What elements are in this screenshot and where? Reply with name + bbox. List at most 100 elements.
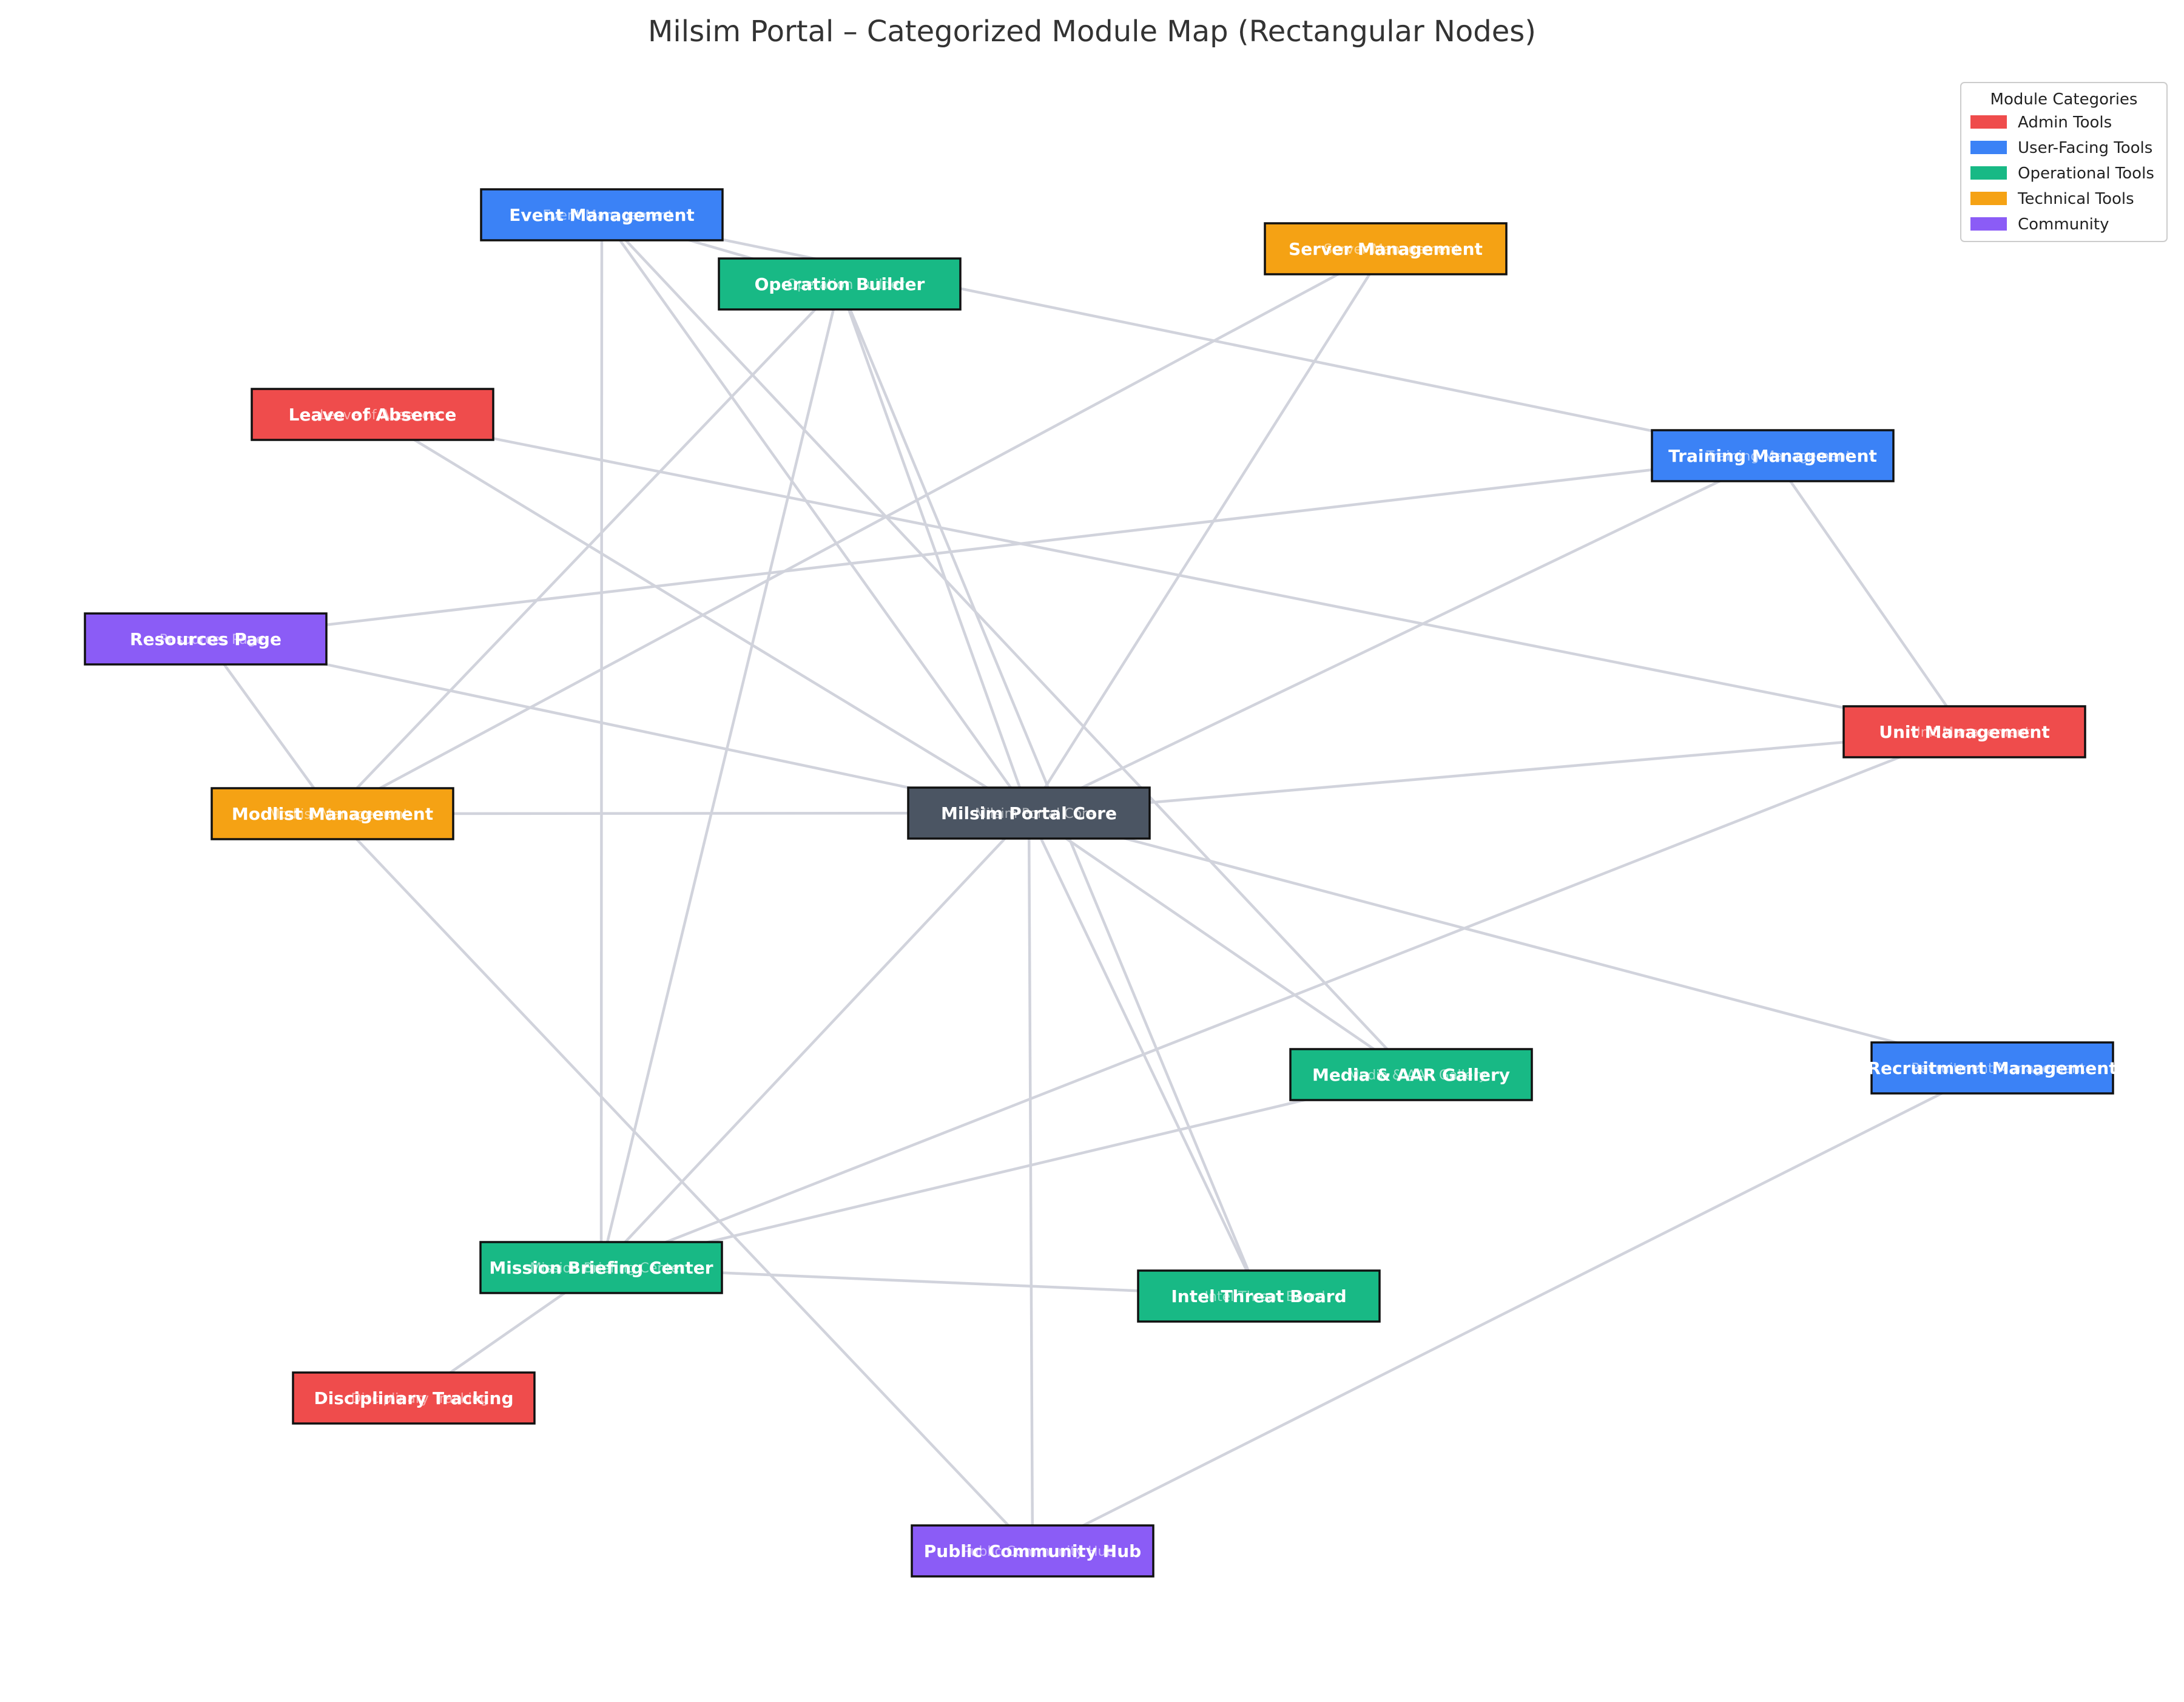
edge-opbuilder-modlist: [331, 283, 841, 815]
edge-training-core: [1028, 454, 1773, 815]
figure-title: Milsim Portal – Categorized Module Map (…: [648, 15, 1536, 49]
legend-swatch-community: [1970, 217, 2007, 231]
legend-swatch-ops: [1970, 166, 2007, 180]
legend-title: Module Categories: [1990, 90, 2138, 109]
edge-recruit-hub: [1031, 1066, 1994, 1553]
edge-event-core: [601, 214, 1030, 814]
node-label-shadow: Event Management: [543, 208, 673, 223]
edge-training-resources: [205, 454, 1773, 641]
node-label-shadow: Mission Briefing Center: [530, 1261, 685, 1276]
node-box[interactable]: [718, 257, 962, 311]
legend-swatch-tech: [1970, 192, 2007, 205]
node-label-shadow: Server Management: [1324, 242, 1460, 257]
node-label: Resources Page: [130, 629, 281, 649]
legend-swatch-user: [1970, 141, 2007, 154]
node-box[interactable]: [251, 388, 494, 441]
node-label-shadow: Modlist Management: [269, 807, 409, 822]
edge-core-intel: [1027, 812, 1261, 1297]
edge-server-core: [1028, 248, 1387, 814]
node-label: Unit Management: [1879, 722, 2050, 742]
node-label: Operation Builder: [755, 274, 925, 294]
node-label-shadow: Intel Threat Board: [1205, 1289, 1326, 1305]
node-box[interactable]: [911, 1524, 1154, 1578]
node-label: Server Management: [1289, 239, 1483, 259]
node-label: Disciplinary Tracking: [314, 1388, 513, 1408]
node-box[interactable]: [1289, 1048, 1533, 1101]
node-box[interactable]: [1651, 429, 1895, 482]
edge-mission-media: [601, 1073, 1412, 1269]
node-label-shadow: Recruitment Management: [1911, 1061, 2085, 1076]
legend-label-ops: Operational Tools: [2018, 164, 2154, 183]
edge-opbuilder-core: [838, 283, 1031, 814]
node-label: Leave of Absence: [289, 405, 457, 425]
node-label-shadow: Milsim Portal Core: [975, 806, 1095, 822]
node-label: Recruitment Management: [1867, 1058, 2117, 1078]
edge-leave-unit: [372, 413, 1965, 734]
node-box[interactable]: [479, 1241, 723, 1294]
legend-frame: [1960, 82, 2168, 242]
legend-label-community: Community: [2018, 215, 2109, 234]
legend-label-user: User-Facing Tools: [2018, 139, 2152, 157]
node-label-shadow: Unit Management: [1911, 725, 2031, 740]
node-label: Training Management: [1668, 446, 1877, 466]
node-box[interactable]: [292, 1371, 536, 1425]
node-label-shadow: Operation Builder: [787, 277, 905, 292]
edge-server-modlist: [331, 248, 1387, 815]
edge-event-media: [601, 214, 1412, 1076]
edge-resources-core: [205, 637, 1030, 815]
edge-core-hub: [1027, 812, 1034, 1552]
edge-training-unit: [1771, 454, 1966, 733]
edge-core-mission: [600, 812, 1030, 1269]
node-box[interactable]: [211, 787, 454, 840]
node-label-shadow: Resources Page: [160, 632, 265, 647]
edge-unit-core: [1028, 730, 1965, 815]
legend-swatch-admin: [1970, 115, 2007, 129]
node-box[interactable]: [1137, 1269, 1381, 1323]
node-label-shadow: Media & AAR Gallery: [1348, 1068, 1487, 1083]
node-box[interactable]: [1870, 1041, 2114, 1095]
edge-opbuilder-mission: [599, 283, 841, 1268]
node-box[interactable]: [1842, 705, 2086, 758]
node-box[interactable]: [84, 612, 328, 666]
node-label: Intel Threat Board: [1171, 1286, 1346, 1306]
edge-core-media: [1028, 812, 1412, 1076]
edge-layer: [204, 213, 1994, 1553]
edge-resources-modlist: [204, 638, 334, 815]
node-label: Public Community Hub: [924, 1541, 1141, 1561]
node-box[interactable]: [480, 188, 724, 241]
node-label-shadow: Training Management: [1706, 449, 1852, 464]
node-label-shadow: Public Community Hub: [963, 1544, 1115, 1559]
edge-unit-mission: [601, 730, 1965, 1269]
legend-label-tech: Technical Tools: [2017, 190, 2134, 208]
node-label: Mission Briefing Center: [489, 1258, 713, 1278]
edge-leave-core: [371, 413, 1030, 814]
edge-core-recruit: [1028, 811, 1993, 1070]
node-label: Media & AAR Gallery: [1312, 1065, 1510, 1085]
node-box[interactable]: [1264, 222, 1508, 275]
node-label-shadow: Disciplinary Tracking: [351, 1391, 489, 1407]
node-label: Event Management: [509, 205, 695, 225]
legend-label-admin: Admin Tools: [2018, 113, 2112, 132]
node-box[interactable]: [907, 786, 1151, 840]
edge-event-training: [601, 213, 1773, 458]
node-label-shadow: Leave of Absence: [320, 408, 437, 423]
edge-event-mission: [599, 214, 604, 1268]
